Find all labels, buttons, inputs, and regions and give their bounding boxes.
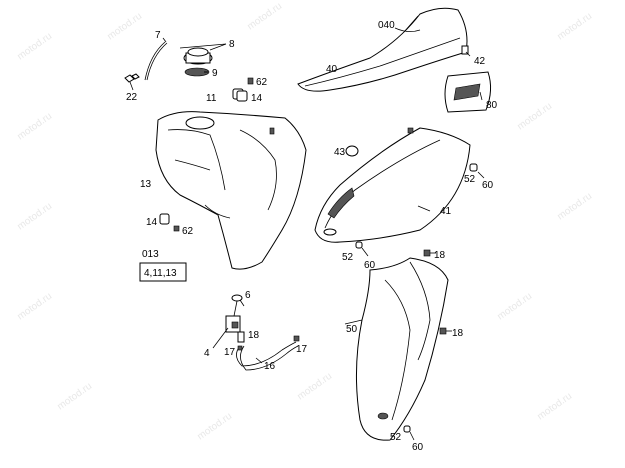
callout-label: 8 bbox=[229, 39, 235, 50]
callout-label: 52 bbox=[342, 252, 354, 263]
callout-label: 013 bbox=[142, 249, 159, 260]
leader-lines bbox=[129, 15, 483, 364]
callout-label: 13 bbox=[140, 179, 152, 190]
fuel-tap-assembly bbox=[225, 294, 300, 371]
watermark: motod.ru bbox=[295, 371, 334, 403]
fuel-cap-assembly bbox=[124, 41, 227, 83]
fuel-tank bbox=[155, 111, 307, 270]
cap-seal bbox=[184, 67, 210, 77]
watermark: motod.ru bbox=[245, 1, 284, 33]
callout-label: 43 bbox=[334, 147, 346, 158]
watermark: motod.ru bbox=[195, 411, 234, 443]
callout-labels: 7 8 9 22 62 11 14 040 42 40 80 13 43 52 … bbox=[126, 20, 498, 453]
fastener-group-top bbox=[232, 77, 254, 102]
watermark: motod.ru bbox=[555, 11, 594, 43]
callout-label: 60 bbox=[412, 442, 424, 453]
watermark: motod.ru bbox=[535, 391, 574, 423]
callout-label: 14 bbox=[146, 217, 158, 228]
callout-label: 60 bbox=[482, 180, 494, 191]
watermark: motod.ru bbox=[105, 11, 144, 43]
ktm-badge bbox=[444, 71, 492, 113]
watermark: motod.ru bbox=[495, 291, 534, 323]
watermark: motod.ru bbox=[15, 291, 54, 323]
front-cover bbox=[355, 257, 452, 441]
breather-hose bbox=[144, 41, 166, 81]
callout-label: 17 bbox=[224, 347, 236, 358]
callout-label: 41 bbox=[440, 206, 452, 217]
clip bbox=[124, 74, 135, 83]
watermark: motod.ru bbox=[15, 201, 54, 233]
callout-label: 9 bbox=[212, 68, 218, 79]
callout-label: 60 bbox=[364, 260, 376, 271]
callout-label: 18 bbox=[434, 250, 446, 261]
callout-label: 18 bbox=[248, 330, 260, 341]
callout-label: 4 bbox=[204, 348, 210, 359]
callout-label: 16 bbox=[264, 361, 276, 372]
callout-label: 14 bbox=[251, 93, 263, 104]
callout-label: 50 bbox=[346, 324, 358, 335]
callout-label: 80 bbox=[486, 100, 498, 111]
seat bbox=[297, 7, 469, 92]
callout-label: 42 bbox=[474, 56, 486, 67]
callout-label: 40 bbox=[326, 64, 338, 75]
watermark: motod.ru bbox=[515, 101, 554, 133]
screw-set-lower bbox=[355, 241, 436, 257]
callout-label: 62 bbox=[256, 77, 268, 88]
callout-label: 18 bbox=[452, 328, 464, 339]
grommet bbox=[345, 145, 359, 157]
callout-label: 17 bbox=[296, 344, 308, 355]
fastener-group-mid bbox=[159, 213, 180, 232]
part-group-box bbox=[139, 262, 187, 282]
callout-label: 22 bbox=[126, 92, 138, 103]
watermark: motod.ru bbox=[15, 31, 54, 63]
callout-label: 7 bbox=[155, 30, 161, 41]
callout-label: 52 bbox=[390, 432, 402, 443]
watermark: motod.ru bbox=[555, 191, 594, 223]
side-panel bbox=[314, 127, 471, 243]
watermark: motod.ru bbox=[55, 381, 94, 413]
callout-label: 11 bbox=[206, 93, 217, 104]
watermark: motod.ru bbox=[15, 111, 54, 143]
screw-set-right bbox=[469, 163, 485, 179]
callout-label: 62 bbox=[182, 226, 194, 237]
callout-label: 52 bbox=[464, 174, 476, 185]
watermark-layer: motod.ru motod.ru motod.ru motod.ru moto… bbox=[15, 1, 594, 443]
part-group-label: 4,11,13 bbox=[144, 268, 177, 279]
callout-label: 6 bbox=[245, 290, 251, 301]
callout-label: 040 bbox=[378, 20, 395, 31]
